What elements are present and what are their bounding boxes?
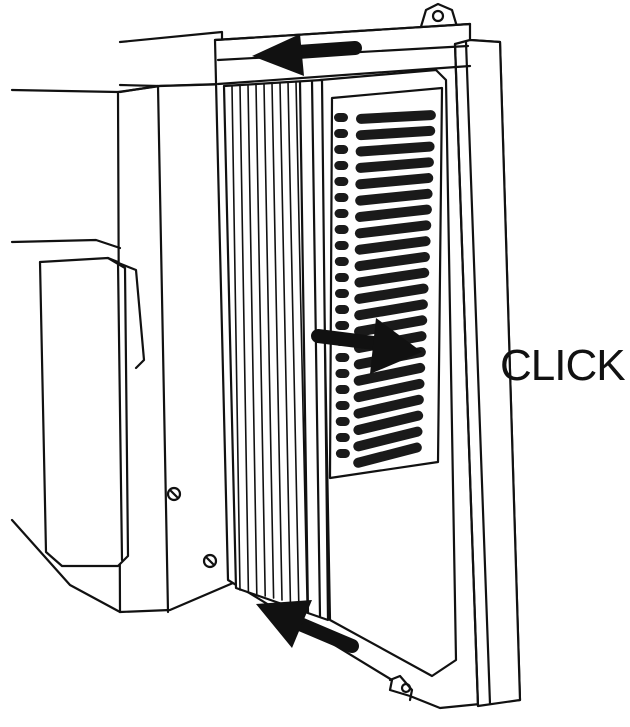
top-left-arrow — [252, 34, 362, 76]
filter-pleat — [295, 80, 308, 607]
filter-pleat — [287, 81, 300, 605]
bottom-left-arrow — [256, 600, 359, 653]
grille-slat — [355, 125, 436, 141]
grille-slat — [353, 378, 425, 403]
grille-slat-stub — [335, 433, 350, 442]
grille-slat-stub — [335, 385, 350, 394]
grille-slat-stub — [334, 193, 349, 202]
grille-slat — [354, 236, 431, 255]
grille-slat — [353, 410, 424, 435]
unit-housing — [10, 30, 350, 614]
filter-panel — [222, 78, 330, 622]
click-label: CLICK — [500, 341, 625, 390]
grille-slat — [355, 141, 435, 157]
grille-slat-stub — [335, 321, 350, 330]
grille-slat-stub — [334, 257, 349, 266]
grille-slat-stub — [335, 353, 350, 362]
air-grille — [328, 86, 444, 480]
grille-slat — [354, 251, 430, 272]
grille-slat-stub — [334, 161, 349, 170]
grille-slat-stub — [334, 129, 349, 138]
grille-slat — [355, 188, 433, 206]
grille-slat-stub — [335, 305, 350, 314]
grille-slat-stub — [334, 145, 349, 154]
grille-slat-stub — [335, 417, 350, 426]
filter-pleat — [279, 81, 292, 603]
grille-slat-stub — [335, 401, 350, 410]
grille-slat — [355, 110, 436, 124]
grille-slat — [355, 173, 434, 190]
middle-right-arrow — [311, 318, 422, 374]
grille-slat-stub — [334, 241, 349, 250]
grille-slat — [354, 315, 428, 337]
grille-slat-stub — [334, 273, 349, 282]
grille-slat-stub — [334, 225, 349, 234]
grille-slat-stub — [334, 113, 348, 122]
filter-pleat — [247, 84, 258, 595]
grille-slat — [354, 283, 429, 304]
grille-slat — [354, 299, 428, 321]
grille-slat — [353, 362, 426, 386]
filter-pleat — [239, 84, 250, 593]
grille-slat — [353, 426, 423, 452]
grille-slat-stub — [334, 209, 349, 218]
filter-pleat — [231, 85, 241, 591]
grille-slat — [355, 157, 434, 173]
grille-slat — [355, 204, 432, 222]
grille-slat — [354, 220, 432, 239]
filter-pleat — [271, 82, 283, 601]
grille-slat — [353, 442, 422, 468]
filter-pleat — [263, 82, 275, 599]
grille-slat-stub — [335, 449, 350, 458]
grille-slat-stub — [335, 369, 350, 378]
grille-slat-stub — [334, 289, 349, 298]
grille-slat — [353, 394, 424, 419]
grille-slat — [354, 267, 430, 288]
filter-pleat — [255, 83, 266, 597]
grille-slat-stub — [334, 177, 349, 186]
